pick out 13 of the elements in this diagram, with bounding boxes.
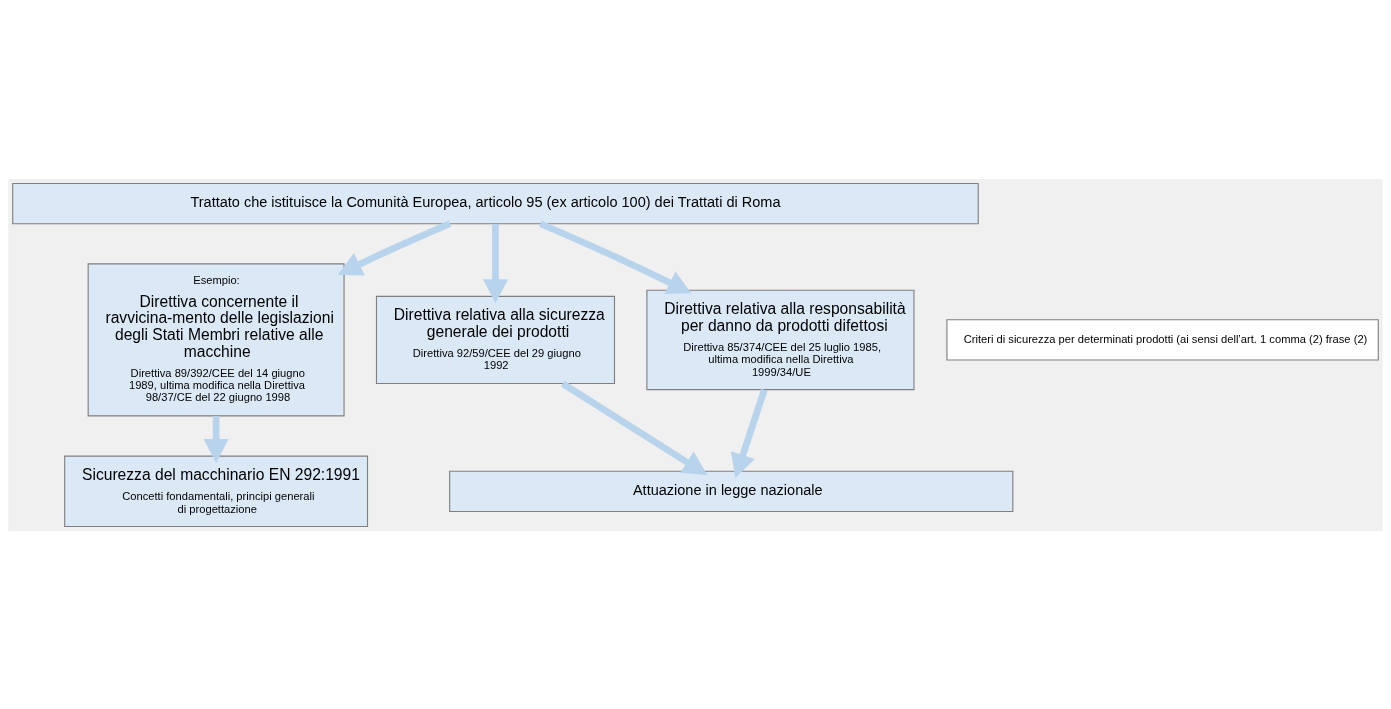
node-box: Sicurezza del macchinario EN 292:1991 Concetti fondamentali, principi generali di progettazione <box>64 455 369 527</box>
node-box: Direttiva relativa alla sicurezza generale dei prodotti Direttiva 92/59/CEE del 29 giugno 1992 <box>375 295 616 384</box>
node-box: Attuazione in legge nazionale <box>449 470 1014 512</box>
node-box: Esempio: Direttiva concernente il ravvicina-mento delle legislazioni degli Stati Membri relative alle macchine Direttiva 89/392/CEE del 14 giugno 1989, ultima modifica nella Direttiva 98/37/CE del 22 giugno 1998 <box>87 262 345 416</box>
arrow <box>560 380 708 475</box>
arrow <box>482 223 509 303</box>
arrow <box>203 415 229 463</box>
arrow <box>730 388 768 478</box>
node-box: Trattato che istituisce la Comunità Europea, articolo 95 (ex articolo 100) dei Trattati di Roma <box>12 182 979 224</box>
node-box: Direttiva relativa alla responsabilità per danno da prodotti difettosi Direttiva 85/374/CEE del 25 luglio 1985, ultima modifica nella Direttiva 1999/34/UE <box>646 289 915 390</box>
arrow <box>539 220 692 294</box>
node-box: Criteri di sicurezza per determinati prodotti (ai sensi dell’art. 1 comma (2) frase (2) <box>946 318 1379 361</box>
arrow <box>337 220 452 276</box>
